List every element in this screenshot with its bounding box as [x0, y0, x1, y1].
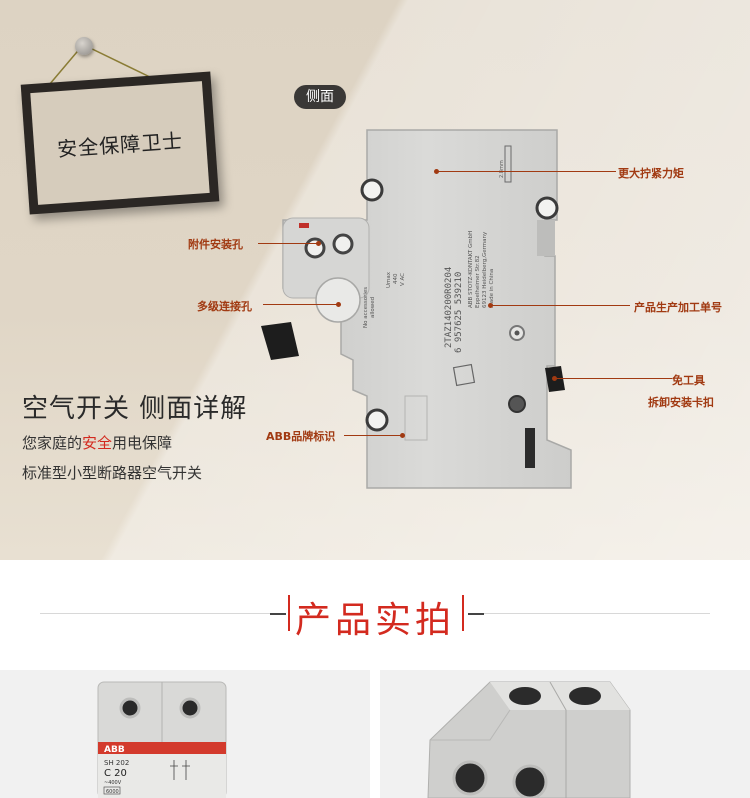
callout-dot-multi: [336, 302, 341, 307]
photo-brand: ABB: [104, 745, 125, 755]
callout-line-multi: [263, 304, 338, 305]
section-dash-right: [468, 613, 484, 615]
breaker-serial-text: 2TAZ140200R0204: [444, 267, 454, 348]
callout-line-brand: [344, 435, 402, 436]
callout-toolfree-2: 拆卸安装卡扣: [648, 396, 714, 409]
callout-line-serial: [492, 305, 630, 306]
section-bar-left: [288, 595, 290, 631]
callout-line-accessory: [258, 243, 318, 244]
callout-torque: 更大拧紧力矩: [618, 167, 684, 180]
section-dash-left: [270, 613, 286, 615]
breaker-volt: 440: [393, 273, 399, 284]
callout-dot-toolfree: [552, 376, 557, 381]
callout-dot-accessory: [316, 241, 321, 246]
photo-rating: C 20: [104, 768, 127, 779]
callout-multi-hole: 多级连接孔: [197, 300, 252, 313]
section-bar-right: [462, 595, 464, 631]
breaker-maker-1: ABB STOTZ-KONTAKT GmbH: [468, 231, 474, 308]
product-photo-angle: [380, 670, 750, 798]
callout-dot-serial: [488, 303, 493, 308]
callout-accessory-hole: 附件安装孔: [188, 238, 243, 251]
section-title-wrap: 产品实拍: [0, 585, 750, 645]
callout-serial: 产品生产加工单号: [634, 301, 722, 314]
breaker-maker-2: Eppelheimer Str.82: [475, 255, 481, 308]
breaker-umax: Umax: [386, 271, 392, 288]
breaker-front-illustration: ABB SH 202 C 20 ~400V 6000: [97, 681, 227, 798]
callout-toolfree-1: 免工具: [672, 374, 705, 387]
breaker-maker-4: Made in China: [489, 269, 495, 308]
sign-text: 安全保障卫士: [30, 81, 210, 205]
section-title-area: [0, 560, 750, 670]
intro-line1-a: 您家庭的: [22, 434, 83, 452]
intro-line1-b: 用电保障: [112, 434, 173, 452]
breaker-angle-illustration: [427, 681, 631, 798]
product-photo-front: ABB SH 202 C 20 ~400V 6000: [0, 670, 370, 798]
intro-heading: 空气开关 侧面详解: [22, 394, 248, 424]
photo-voltage: ~400V: [104, 780, 122, 786]
callout-dot-torque: [434, 169, 439, 174]
callout-line-torque: [438, 171, 616, 172]
callout-dot-brand: [400, 433, 405, 438]
breaker-notice-2: allowed: [370, 297, 376, 318]
hanging-sign: 安全保障卫士: [20, 71, 220, 215]
photo-breaking: 6000: [106, 789, 119, 795]
intro-line1-highlight: 安全: [82, 434, 113, 452]
section-line-left: [40, 613, 270, 614]
breaker-vac: V AC: [400, 273, 406, 286]
side-view-badge: 侧面: [294, 85, 346, 109]
section-line-right: [484, 613, 710, 614]
breaker-side-illustration: 2TAZ140200R0204 6 957625 539210 ABB STOT…: [261, 129, 572, 489]
breaker-length: 2.8mm: [499, 160, 505, 178]
photo-model: SH 202: [104, 759, 129, 767]
intro-line-1: 您家庭的安全用电保障: [22, 432, 172, 453]
intro-line-2: 标准型小型断路器空气开关: [22, 464, 203, 482]
breaker-notice-1: No accessories: [363, 287, 369, 328]
section-title: 产品实拍: [294, 600, 455, 641]
breaker-maker-3: 69123 Heidelberg,Germany: [482, 231, 488, 308]
breaker-barcode-text: 6 957625 539210: [454, 272, 464, 353]
callout-line-toolfree: [556, 378, 672, 379]
nail-icon: [75, 37, 93, 55]
callout-brand: ABB品牌标识: [266, 430, 336, 443]
